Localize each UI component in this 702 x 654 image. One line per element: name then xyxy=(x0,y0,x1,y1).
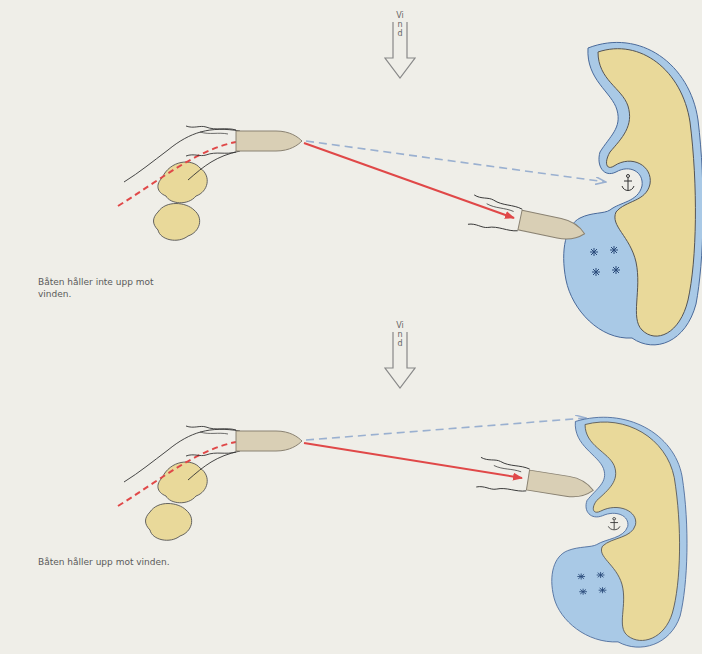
wind-label: Vind xyxy=(396,322,404,348)
wind-label: Vind xyxy=(396,12,404,38)
caption-note: Båten håller inte upp mot vinden. xyxy=(38,276,173,300)
caption-note: Båten håller upp mot vinden. xyxy=(38,556,238,568)
